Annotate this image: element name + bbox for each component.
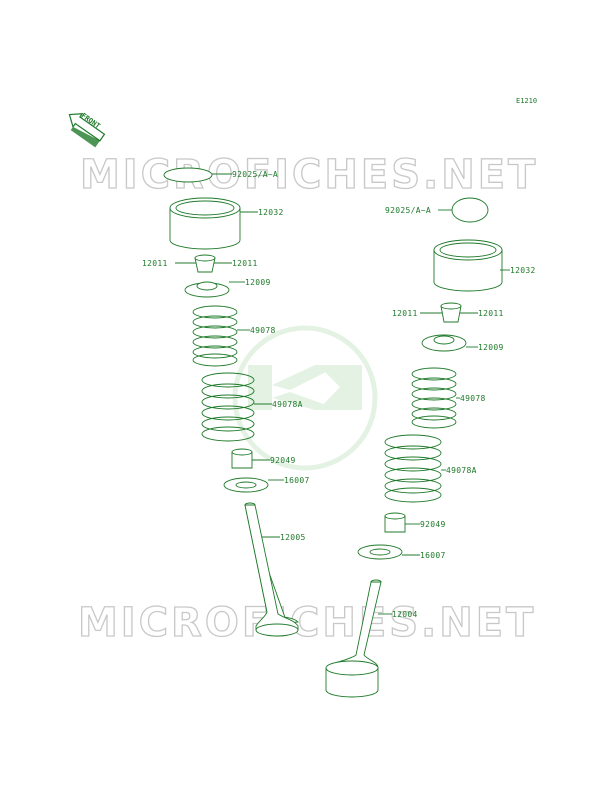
watermark-top: MICROFICHES.NET — [79, 151, 539, 198]
left-outer-spring — [201, 372, 255, 442]
front-arrow-icon — [68, 113, 106, 148]
left-inner-spring — [192, 305, 238, 367]
left-shim — [163, 167, 213, 183]
left-retainer — [184, 281, 230, 298]
label-left-stem-seal[interactable]: 92049 — [270, 456, 296, 465]
left-keepers — [194, 254, 216, 273]
label-left-inner-spring[interactable]: 49078 — [250, 326, 276, 335]
left-spring-seat — [223, 477, 269, 493]
label-left-retainer[interactable]: 12009 — [245, 278, 271, 287]
right-inner-spring — [411, 367, 457, 429]
label-right-inner-spring[interactable]: 49078 — [460, 394, 486, 403]
label-right-spring-seat[interactable]: 16007 — [420, 551, 446, 560]
right-valve — [325, 579, 382, 698]
label-right-shim[interactable]: 92025/A~A — [385, 206, 432, 215]
left-tappet — [169, 197, 241, 250]
right-retainer — [421, 334, 467, 352]
label-left-outer-spring[interactable]: 49078A — [272, 400, 303, 409]
label-right-retainer[interactable]: 12009 — [478, 343, 504, 352]
label-right-tappet[interactable]: 12032 — [510, 266, 536, 275]
label-left-keeper-left[interactable]: 12011 — [142, 259, 168, 268]
left-valve — [244, 502, 299, 637]
right-stem-seal — [384, 512, 406, 533]
label-left-shim[interactable]: 92025/A~A — [232, 170, 279, 179]
diagram-code: E1210 — [516, 97, 538, 105]
label-right-outer-spring[interactable]: 49078A — [446, 466, 477, 475]
kawasaki-logo — [232, 325, 378, 471]
right-tappet — [433, 239, 503, 292]
right-keepers — [440, 302, 462, 323]
label-right-valve[interactable]: 12004 — [392, 610, 418, 619]
right-spring-seat — [357, 544, 403, 560]
watermark-bottom: MICROFICHES.NET — [77, 599, 537, 646]
left-stem-seal — [231, 448, 253, 469]
right-outer-spring — [384, 434, 442, 503]
right-shim — [451, 197, 489, 223]
label-left-tappet[interactable]: 12032 — [258, 208, 284, 217]
label-left-valve[interactable]: 12005 — [280, 533, 306, 542]
label-right-keeper-right[interactable]: 12011 — [478, 309, 504, 318]
label-right-keeper-left[interactable]: 12011 — [392, 309, 418, 318]
label-right-stem-seal[interactable]: 92049 — [420, 520, 446, 529]
label-left-spring-seat[interactable]: 16007 — [284, 476, 310, 485]
label-left-keeper-right[interactable]: 12011 — [232, 259, 258, 268]
